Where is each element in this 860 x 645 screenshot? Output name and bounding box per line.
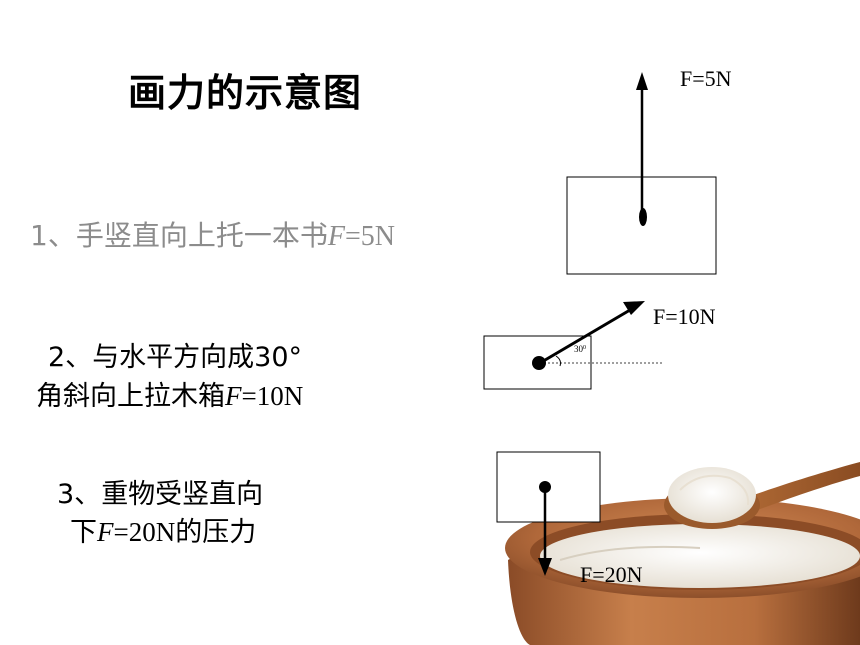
item-3-description-1: 重物受竖直向 <box>101 479 264 510</box>
item-1-number: 1、 <box>30 219 76 252</box>
force-label-20n: F=20N <box>580 562 643 587</box>
item-3-force-symbol: F <box>97 517 114 547</box>
arrowhead-3 <box>538 558 552 576</box>
item-1-text: 1、手竖直向上托一本书F=5N <box>30 214 395 254</box>
item-3-line-1: 3、重物受竖直向 <box>57 472 263 511</box>
item-2-description-1: 与水平方向成30° <box>92 342 303 373</box>
item-3-line-2: 下F=20N的压力 <box>70 510 256 549</box>
item-2-number: 2、 <box>48 342 93 373</box>
diagram-2: 300 <box>483 301 663 390</box>
angle-label: 300 <box>574 344 586 354</box>
application-point-2 <box>532 356 546 370</box>
spoon-image <box>664 462 860 529</box>
item-3-description-2b: 的压力 <box>175 517 257 548</box>
force-label-5n: F=5N <box>680 66 732 91</box>
item-1-description: 手竖直向上托一本书 <box>75 219 328 252</box>
diagram-1 <box>566 72 717 275</box>
arrowhead-1 <box>636 72 648 90</box>
item-1-force-symbol: F <box>327 221 345 252</box>
application-point-3 <box>539 481 551 493</box>
item-2-force-value: =10N <box>241 381 304 411</box>
diagram-3 <box>496 451 601 576</box>
force-label-10n: F=10N <box>653 304 716 329</box>
arrowhead-2 <box>623 301 645 315</box>
rice-bucket-image <box>505 498 860 645</box>
item-3-number: 3、 <box>57 479 102 510</box>
item-3-description-2a: 下 <box>70 517 97 548</box>
page-title: 画力的示意图 <box>128 71 363 115</box>
item-2-line-1: 2、与水平方向成30° <box>48 335 302 374</box>
angle-arc <box>555 355 561 367</box>
item-2-force-symbol: F <box>225 381 242 411</box>
item-2-description-2: 角斜向上拉木箱 <box>36 381 225 412</box>
item-2-line-2: 角斜向上拉木箱F=10N <box>36 374 303 413</box>
item-3-force-value: =20N <box>113 517 176 547</box>
application-point-1 <box>639 208 647 226</box>
force-arrow-2 <box>539 308 631 365</box>
item-1-force-value: =5N <box>344 221 395 252</box>
